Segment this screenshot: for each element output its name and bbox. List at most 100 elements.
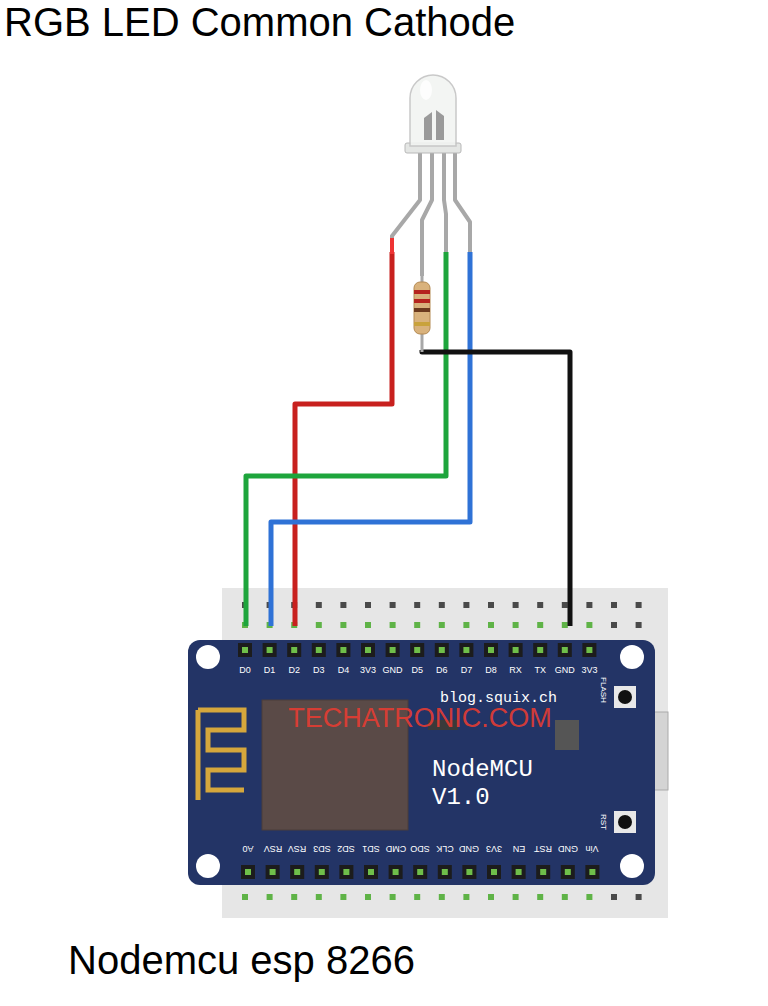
pin-label: D1 [264,666,276,675]
header-pin [586,647,592,653]
breadboard-hole [537,894,543,900]
breadboard-hole [463,894,469,900]
breadboard-hole [365,894,371,900]
header-pin [537,647,543,653]
breadboard-hole [562,602,568,608]
header-pin [368,869,374,875]
green-wire [246,252,446,626]
header-pin [291,647,297,653]
breadboard-hole [316,894,322,900]
breadboard-hole [340,622,346,628]
header-pin [561,865,575,879]
breadboard-hole [611,894,617,900]
pin-label: D8 [485,666,497,675]
rgb-led-symbol [405,75,461,153]
black-wire [422,350,570,626]
breadboard-hole [488,622,494,628]
breadboard-hole [390,894,396,900]
breadboard-hole [513,894,519,900]
pin-label: RSV [263,844,282,853]
pin-label: D7 [461,666,473,675]
breadboard-hole [488,602,494,608]
breadboard-hole [340,894,346,900]
title: RGB LED Common Cathode [4,0,515,44]
header-pin [562,647,568,653]
header-pin [491,869,497,875]
wire-end [390,238,394,254]
header-pin [466,869,472,875]
breadboard-hole [365,602,371,608]
breadboard-hole [340,602,346,608]
breadboard-hole [390,602,396,608]
pin-label: D4 [338,666,350,675]
breadboard-hole [463,602,469,608]
pin-label: SDO [410,844,430,853]
breadboard-hole [414,602,420,608]
header-pin [266,865,280,879]
header-pin [439,647,445,653]
header-pin [267,647,273,653]
breadboard-hole [439,602,445,608]
push-button [614,811,636,833]
pin-label: GND [558,844,578,853]
pin-label: TX [534,666,546,675]
red-wire [295,252,392,626]
pin-label: SD2 [338,844,356,853]
header-pin [365,647,371,653]
push-button [618,815,632,829]
header-pin [509,643,523,657]
breadboard-hole [414,622,420,628]
pin-label: GND [383,666,403,675]
caption: Nodemcu esp 8266 [68,938,415,982]
led-leg [422,152,432,276]
header-pin [393,869,399,875]
header-pin [386,643,400,657]
header-pin [516,869,522,875]
breadboard-hole [562,894,568,900]
header-pin [484,643,498,657]
breadboard-hole [365,622,371,628]
breadboard-hole [537,622,543,628]
pin-label: SD3 [313,844,331,853]
header-pin [364,865,378,879]
header-pin [463,647,469,653]
pin-label: Vin [586,844,599,853]
pin-label: RST [534,844,552,853]
header-pin [343,869,349,875]
breadboard-hole [316,622,322,628]
blue-wire [271,252,470,626]
header-pin [361,643,375,657]
pin-label: GND [459,844,479,853]
header-pin [558,643,572,657]
header-pin [417,869,423,875]
led-leg [392,152,420,256]
breadboard-hole [291,894,297,900]
header-pin [488,647,494,653]
mounting-hole [620,854,644,878]
chip [555,720,579,750]
pin-label: D6 [436,666,448,675]
pcb-antenna [198,710,244,800]
mounting-hole [196,854,220,878]
header-pin [585,865,599,879]
pin-label: 3V3 [581,666,597,675]
breadboard-hole [586,602,592,608]
pin-label: EN [512,844,525,853]
header-pin [512,865,526,879]
pin-label: D2 [288,666,300,675]
header-pin [290,865,304,879]
pin-label: GND [555,666,575,675]
header-pin [294,869,300,875]
header-pin [435,643,449,657]
board-pcb [188,640,655,885]
header-pin [389,865,403,879]
led-legs [392,152,470,276]
pin-label: RX [509,666,522,675]
header-pin [390,647,396,653]
header-pin [413,865,427,879]
header-pin [536,865,550,879]
header-pin [270,869,276,875]
mounting-hole [620,645,644,669]
push-button [614,686,636,708]
